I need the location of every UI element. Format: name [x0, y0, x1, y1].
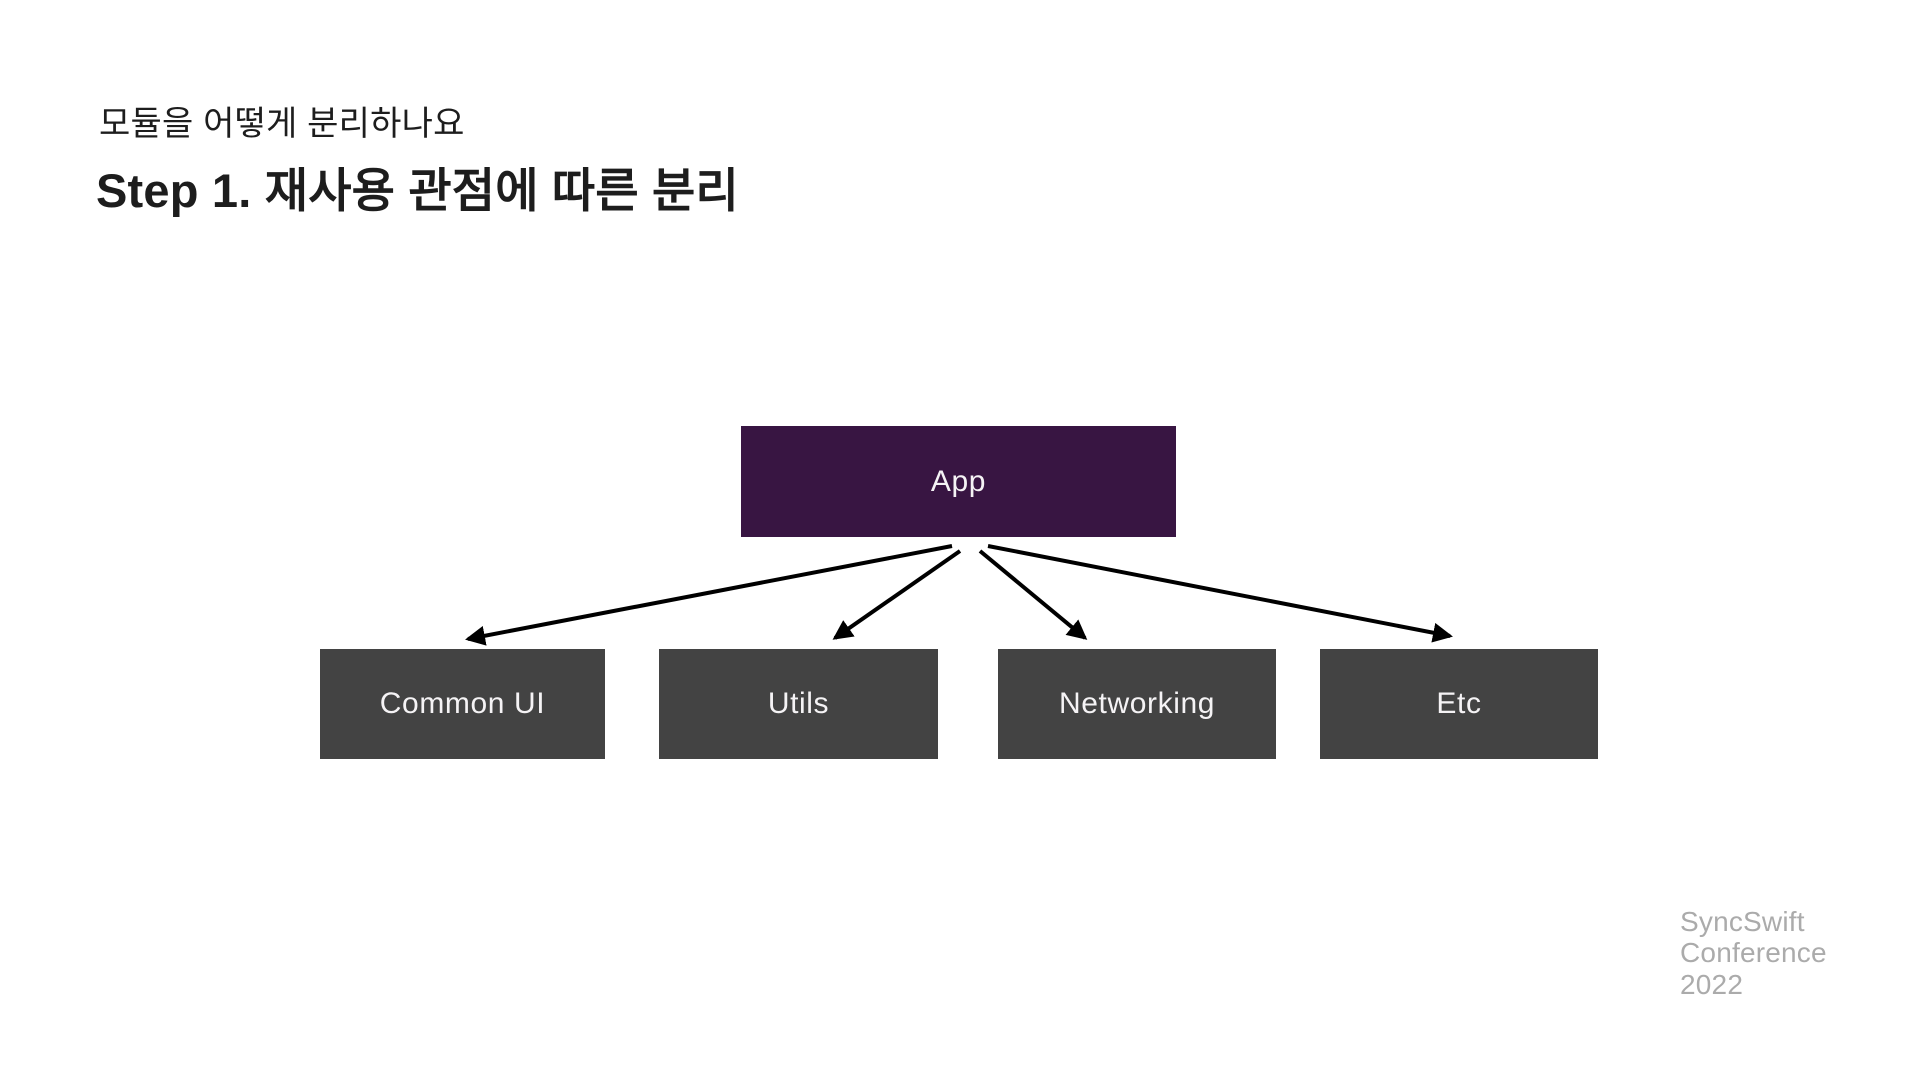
- node-app-label: App: [930, 464, 987, 498]
- node-etc-label: Etc: [1436, 687, 1482, 720]
- slide-title: Step 1. 재사용 관점에 따른 분리: [96, 164, 739, 217]
- node-utils: Utils: [659, 649, 938, 759]
- watermark-line-3: 2022: [1680, 968, 1744, 1000]
- slide-kicker: 모듈을 어떻게 분리하나요: [99, 105, 465, 143]
- node-networking: Networking: [998, 649, 1276, 759]
- node-etc: Etc: [1320, 649, 1598, 759]
- watermark: SyncSwift Conference 2022: [1680, 906, 1827, 1000]
- arrow-app-to-etc: [987, 544, 1453, 643]
- node-common-ui: Common UI: [320, 649, 605, 759]
- watermark-line-2: Conference: [1680, 937, 1827, 969]
- arrow-app-to-networking: [978, 549, 1088, 640]
- watermark-line-1: SyncSwift: [1680, 906, 1805, 937]
- arrow-app-to-common-ui: [465, 544, 953, 646]
- node-networking-label: Networking: [1058, 687, 1216, 720]
- arrow-app-to-utils: [832, 549, 962, 640]
- node-utils-label: Utils: [767, 687, 830, 720]
- node-app: App: [741, 426, 1176, 537]
- node-common-ui-label: Common UI: [379, 687, 546, 720]
